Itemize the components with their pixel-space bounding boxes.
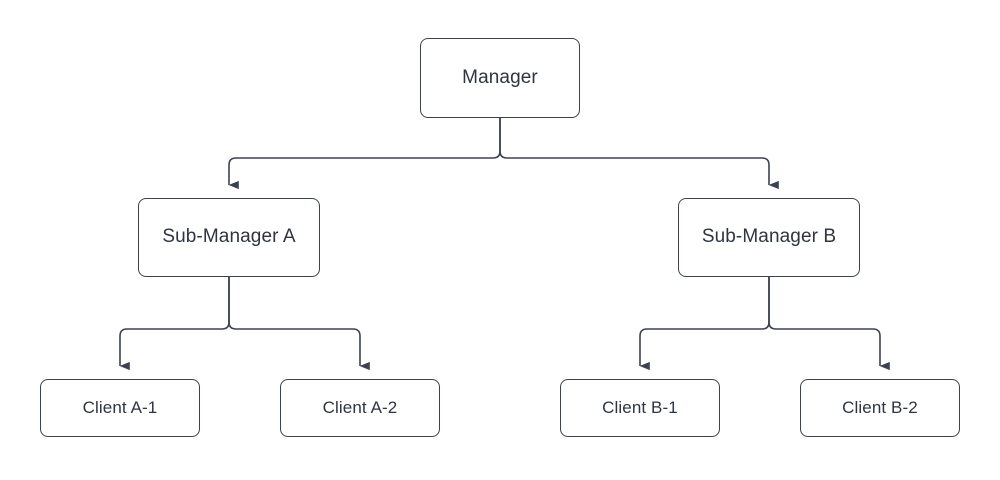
node-client-b-2-label: Client B-2 bbox=[842, 397, 918, 417]
node-client-b-1[interactable]: Client B-1 bbox=[560, 379, 720, 437]
node-client-a-1-label: Client A-1 bbox=[82, 397, 158, 417]
node-sub-manager-b-label: Sub-Manager B bbox=[701, 226, 837, 248]
node-client-b-2[interactable]: Client B-2 bbox=[800, 379, 960, 437]
edge-sub-manager-a-to-client-a-1 bbox=[119, 277, 230, 371]
edge-sub-manager-b-to-client-b-1 bbox=[639, 277, 770, 371]
node-manager[interactable]: Manager bbox=[420, 38, 580, 118]
node-manager-label: Manager bbox=[462, 66, 538, 88]
node-sub-manager-a[interactable]: Sub-Manager A bbox=[138, 198, 320, 277]
edge-sub-manager-b-to-client-b-2 bbox=[768, 277, 890, 371]
edge-sub-manager-a-to-client-a-2 bbox=[228, 277, 370, 371]
node-client-a-2-label: Client A-2 bbox=[322, 397, 398, 417]
edge-manager-to-sub-manager-a bbox=[228, 118, 501, 190]
node-client-a-2[interactable]: Client A-2 bbox=[280, 379, 440, 437]
node-sub-manager-b[interactable]: Sub-Manager B bbox=[678, 198, 860, 277]
node-sub-manager-a-label: Sub-Manager A bbox=[162, 226, 296, 248]
edge-manager-to-sub-manager-b bbox=[499, 118, 779, 190]
node-client-a-1[interactable]: Client A-1 bbox=[40, 379, 200, 437]
node-client-b-1-label: Client B-1 bbox=[602, 397, 678, 417]
